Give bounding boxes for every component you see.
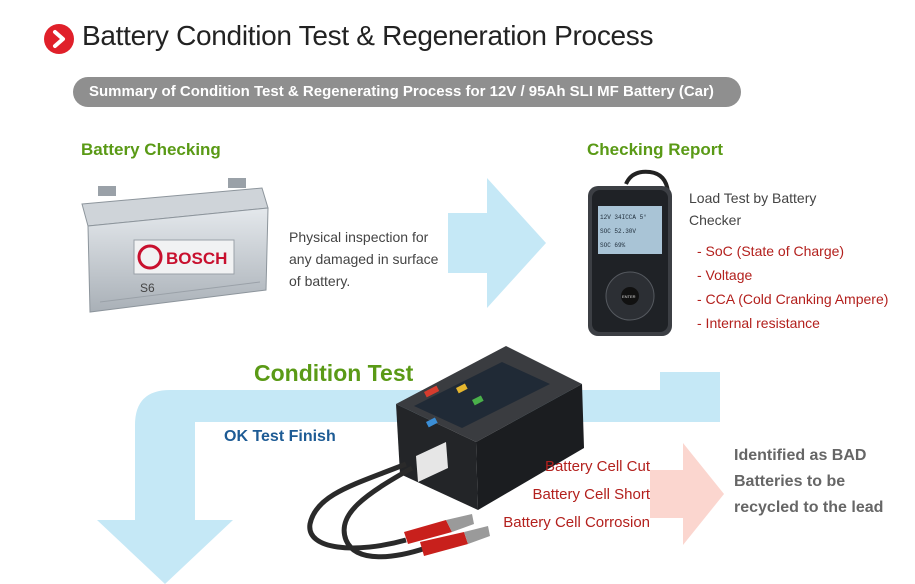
summary-banner: Summary of Condition Test & Regenerating…	[73, 77, 741, 107]
battery-checker-device-image: 12V 34ICCA 5° SOC 52.30V SOC 69% ENTER	[588, 169, 672, 336]
checker-screen-line-1: 12V 34ICCA 5°	[600, 214, 647, 221]
inspection-description: Physical inspection for any damaged in s…	[289, 229, 439, 289]
ok-test-finish-label: OK Test Finish	[224, 428, 336, 445]
metric-cca: - CCA (Cold Cranking Ampere)	[697, 291, 889, 307]
car-battery-image: BOSCH S6	[81, 178, 269, 313]
fault-list: Battery Cell Cut Battery Cell Short Batt…	[480, 453, 650, 537]
battery-brand-label: BOSCH	[166, 249, 227, 268]
checker-enter-button: ENTER	[622, 294, 636, 299]
bad-batteries-result: Identified as BAD Batteries to be recycl…	[734, 447, 884, 516]
fault-cell-short: Battery Cell Short	[532, 486, 650, 503]
fault-cell-corrosion: Battery Cell Corrosion	[503, 514, 650, 531]
metric-list: - SoC (State of Charge) - Voltage - CCA …	[697, 239, 888, 335]
metric-internal-resistance: - Internal resistance	[697, 315, 820, 331]
metric-soc: - SoC (State of Charge)	[697, 243, 845, 259]
checking-report-heading: Checking Report	[587, 140, 724, 159]
page-title: Battery Condition Test & Regeneration Pr…	[82, 20, 654, 51]
battery-checking-heading: Battery Checking	[81, 140, 221, 159]
chevron-right-icon	[44, 24, 74, 54]
checker-screen-line-3: SOC 69%	[600, 242, 626, 249]
condition-test-heading: Condition Test	[254, 360, 414, 386]
battery-regenerator-device-image	[307, 346, 584, 560]
load-test-description: Load Test by Battery Checker	[689, 190, 817, 228]
battery-model-label: S6	[140, 281, 155, 295]
flow-arrow-right	[448, 178, 546, 308]
fault-cell-cut: Battery Cell Cut	[544, 458, 650, 475]
checker-screen-line-2: SOC 52.30V	[600, 228, 636, 235]
bad-arrow	[650, 443, 724, 545]
metric-voltage: - Voltage	[697, 267, 753, 283]
